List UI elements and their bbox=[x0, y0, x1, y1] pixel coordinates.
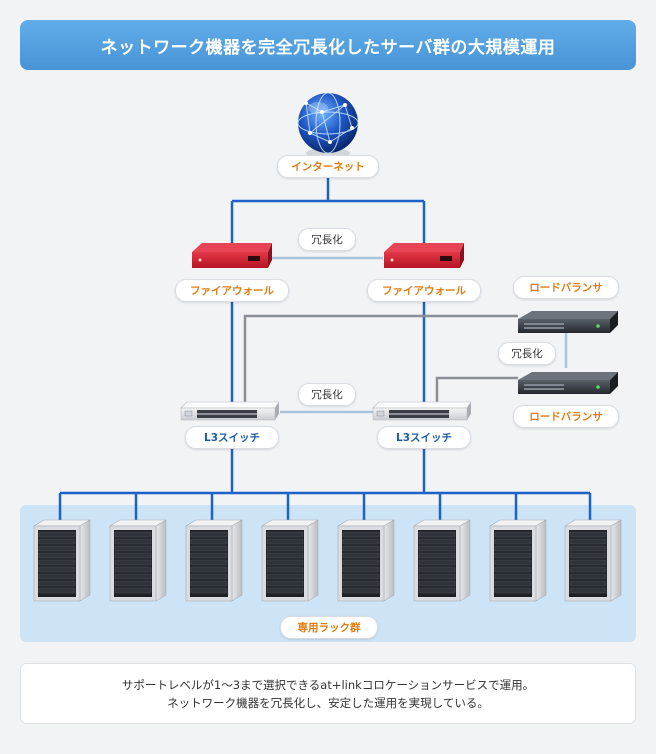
l3switch-label-left: L3スイッチ bbox=[185, 426, 279, 449]
firewall-label-right: ファイアウォール bbox=[367, 279, 481, 302]
l3switch-label-right: L3スイッチ bbox=[377, 426, 471, 449]
firewall-switch-link bbox=[230, 300, 426, 405]
firewall-icon bbox=[384, 243, 464, 268]
description-line-2: ネットワーク機器を冗長化し、安定した運用を実現している。 bbox=[167, 695, 489, 710]
description-box: サポートレベルが1～3まで選択できるat+linkコロケーションサービスで運用。… bbox=[20, 663, 636, 724]
load-balancer-label-bottom: ロードバランサ bbox=[513, 405, 619, 428]
internet-label: インターネット bbox=[277, 155, 379, 178]
server-rack-icon bbox=[413, 519, 471, 602]
switch-icon bbox=[372, 401, 472, 421]
server-rack-icon bbox=[185, 519, 243, 602]
description-line-1: サポートレベルが1～3まで選択できるat+linkコロケーションサービスで運用。 bbox=[121, 677, 535, 692]
internet-firewall-link bbox=[230, 177, 426, 248]
diagram-title: ネットワーク機器を完全冗長化したサーバ群の大規模運用 bbox=[20, 20, 636, 70]
firewall-icon bbox=[192, 243, 272, 268]
switch-icon bbox=[180, 401, 280, 421]
globe-icon bbox=[297, 92, 359, 158]
server-rack-icon bbox=[564, 519, 622, 602]
rack-drops bbox=[58, 493, 592, 522]
load-balancer-icon bbox=[518, 311, 618, 333]
lb1-link bbox=[243, 314, 518, 405]
lb-redundant-label: 冗長化 bbox=[498, 342, 556, 365]
switch-redundant-label: 冗長化 bbox=[298, 383, 356, 406]
lb2-link bbox=[435, 376, 518, 405]
firewall-redundant-label: 冗長化 bbox=[298, 228, 356, 251]
rack-group-label: 専用ラック群 bbox=[280, 616, 378, 639]
server-rack-icon bbox=[33, 519, 91, 602]
server-rack-icon bbox=[337, 519, 395, 602]
load-balancer-label-top: ロードバランサ bbox=[513, 276, 619, 299]
server-rack-icon bbox=[489, 519, 547, 602]
load-balancer-icon bbox=[518, 372, 618, 394]
server-rack-icon bbox=[109, 519, 167, 602]
server-racks bbox=[33, 519, 622, 602]
server-rack-icon bbox=[261, 519, 319, 602]
firewall-label-left: ファイアウォール bbox=[175, 279, 289, 302]
